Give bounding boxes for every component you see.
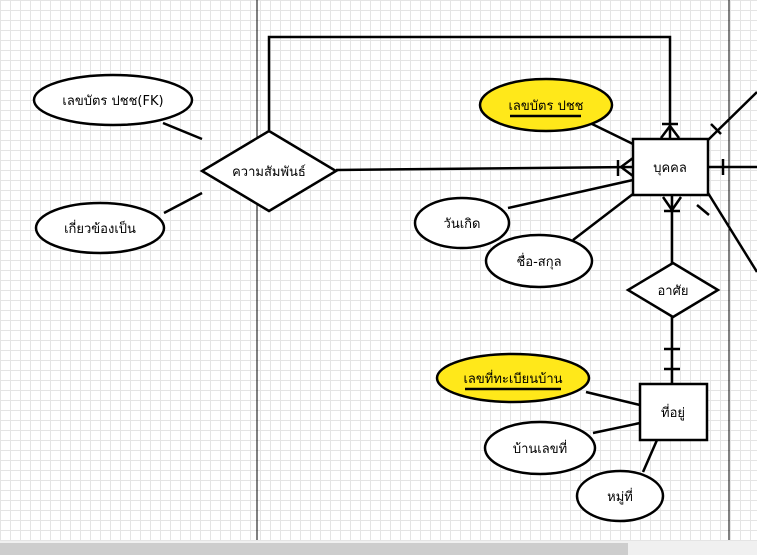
connector-fullname[interactable]: [572, 193, 634, 241]
horizontal-scroll-thumb[interactable]: [0, 543, 628, 555]
notation-person-bottom: [661, 196, 683, 213]
attribute-id-fk[interactable]: เลขบัตร ปชช(FK): [32, 73, 194, 127]
entity-address[interactable]: ที่อยู่: [638, 382, 709, 442]
attribute-related-as[interactable]: เกี่ยวข้องเป็น: [34, 201, 166, 255]
notation-person-top: [660, 122, 680, 139]
attribute-house-no-label: บ้านเลขที่: [513, 440, 567, 457]
attribute-house-reg-key-label: เลขที่ทะเบียนบ้าน: [463, 370, 562, 387]
attribute-birth-date-label: วันเกิด: [444, 217, 481, 232]
attribute-full-name-label: ชื่อ-สกุล: [516, 253, 561, 270]
connector-birthdate[interactable]: [507, 178, 634, 210]
attribute-house-reg-key[interactable]: เลขที่ทะเบียนบ้าน: [435, 352, 591, 404]
relationship-reside[interactable]: อาศัย: [625, 261, 721, 319]
attribute-id-fk-label: เลขบัตร ปชช(FK): [62, 94, 163, 109]
entity-person-label: บุคคล: [653, 161, 687, 176]
notation-person-left: [616, 157, 634, 177]
connector-id-key[interactable]: [589, 121, 634, 146]
relationship-reside-label: อาศัย: [658, 284, 689, 299]
attribute-related-as-label: เกี่ยวข้องเป็น: [64, 219, 136, 237]
connector-relation-person[interactable]: [335, 165, 634, 172]
connector-relation-person-top[interactable]: [267, 35, 672, 138]
connector-related-as[interactable]: [163, 191, 203, 215]
attribute-village-no[interactable]: หมู่ที่: [575, 469, 665, 523]
entity-address-label: ที่อยู่: [661, 404, 685, 421]
connector-house-reg[interactable]: [585, 390, 641, 407]
attribute-house-no[interactable]: บ้านเลขที่: [483, 420, 597, 476]
entity-person[interactable]: บุคคล: [631, 137, 710, 197]
attribute-id-key[interactable]: เลขบัตร ปชช: [478, 77, 614, 133]
attribute-village-no-label: หมู่ที่: [607, 488, 633, 505]
connectors: [162, 35, 757, 473]
connector-idfk[interactable]: [162, 121, 203, 141]
notation-address-top: [664, 347, 680, 371]
relationship-relation[interactable]: ความสัมพันธ์: [199, 129, 339, 213]
connector-house-no[interactable]: [592, 421, 641, 435]
connector-offscreen-top[interactable]: [707, 91, 757, 141]
connector-offscreen-bottom[interactable]: [706, 192, 757, 273]
attribute-birth-date[interactable]: วันเกิด: [413, 196, 511, 250]
relationship-relation-label: ความสัมพันธ์: [232, 164, 306, 180]
attribute-id-key-label: เลขบัตร ปชช: [508, 99, 583, 114]
notation-offscreen-bottom: [696, 204, 710, 216]
attribute-full-name[interactable]: ชื่อ-สกุล: [484, 233, 594, 289]
connector-village[interactable]: [641, 439, 659, 473]
notation-offscreen-top: [710, 123, 722, 135]
